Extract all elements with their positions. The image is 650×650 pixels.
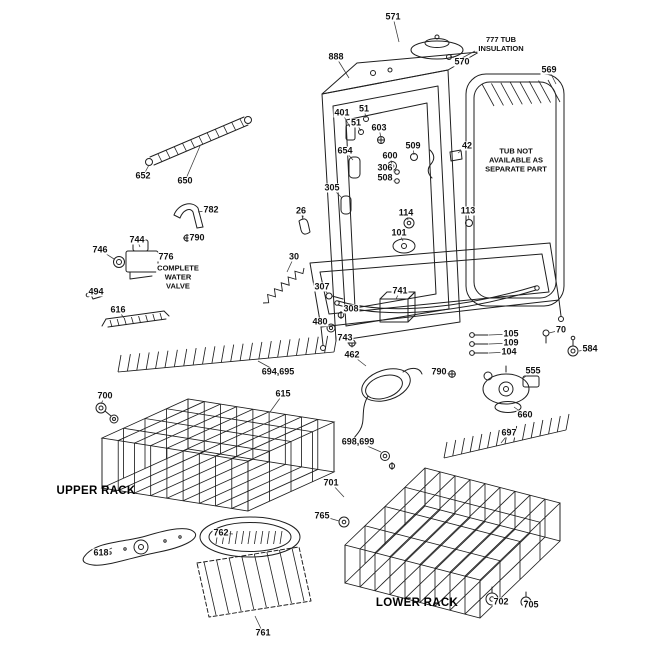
callout-705-54: 705 [522,599,540,610]
section-label-lower-rack: LOWER RACK [375,597,459,609]
callout-744-23: 744 [128,234,146,245]
callout-654-8: 654 [336,145,354,156]
callout-701-48: 701 [322,477,340,488]
fasteners-and-pump [380,329,579,470]
callout-762-51: 762 [212,527,230,538]
callout-600-9: 600 [381,150,399,161]
lower-rack [344,467,561,619]
callout-741-30: 741 [391,285,409,296]
callout-462-41: 462 [343,349,361,360]
callout-104-36: 104 [500,346,518,357]
filter-module [199,516,301,558]
door-spring [262,267,305,304]
detail-hatching [109,79,561,616]
callout-105-34: 105 [502,328,520,339]
callout-42-11: 42 [460,140,474,151]
callout-114-16: 114 [397,207,415,218]
callout-702-53: 702 [492,596,510,607]
callout-618-50: 618 [92,547,110,558]
callout-650-20: 650 [176,175,194,186]
callout-30-28: 30 [287,251,301,262]
note-complete-water-valve: COMPLETE WATER VALVE [156,263,200,291]
callout-888-1: 888 [327,51,345,62]
callout-109-35: 109 [502,337,520,348]
drain-air-gap-tube [173,203,204,242]
fill-tube [145,116,252,166]
callout-660-45: 660 [516,409,534,420]
note-tub-not-available: TUB NOT AVAILABLE AS SEPARATE PART [484,146,548,174]
callout-743-33: 743 [336,332,354,343]
callout-652-19: 652 [134,170,152,181]
callout-616-27: 616 [109,304,127,315]
tub-assembly [321,34,480,342]
callout-509-10: 509 [404,140,422,151]
note-tub-insulation: 777 TUB INSULATION [477,35,525,53]
callout-70-37: 70 [554,324,568,335]
callout-494-26: 494 [87,286,105,297]
spray-arm [82,528,197,566]
callout-569-3: 569 [540,64,558,75]
callout-101-18: 101 [390,227,408,238]
filter-basket [196,546,312,618]
callout-308-31: 308 [342,303,360,314]
tub-insulation-panel [465,73,565,307]
tine-row-upper [117,334,338,373]
callout-776-25: 776 [157,251,175,262]
callout-26-15: 26 [294,205,308,216]
callout-508-13: 508 [376,172,394,183]
callout-306-12: 306 [376,162,394,173]
callout-782-21: 782 [202,204,220,215]
callout-790-39: 790 [430,366,448,377]
callout-51-5: 51 [357,103,371,114]
callout-51-6: 51 [349,117,363,128]
callout-571-0: 571 [384,11,402,22]
upper-rack [100,398,336,512]
callout-698-699-47: 698,699 [340,436,376,447]
callout-570-2: 570 [453,56,471,67]
callout-700-44: 700 [96,390,114,401]
callout-761-52: 761 [254,627,272,638]
section-label-upper-rack: UPPER RACK [56,485,136,497]
callout-765-49: 765 [313,510,331,521]
callout-790-22: 790 [188,232,206,243]
callout-113-17: 113 [459,205,477,216]
callout-480-32: 480 [311,316,329,327]
callout-603-7: 603 [370,122,388,133]
callout-694-695-42: 694,695 [260,366,296,377]
callout-555-40: 555 [524,365,542,376]
callout-697-46: 697 [500,427,518,438]
callout-307-29: 307 [313,281,331,292]
callout-401-4: 401 [333,107,351,118]
callout-305-14: 305 [323,182,341,193]
callout-615-43: 615 [274,388,292,399]
callout-746-24: 746 [91,244,109,255]
callout-584-38: 584 [581,343,599,354]
